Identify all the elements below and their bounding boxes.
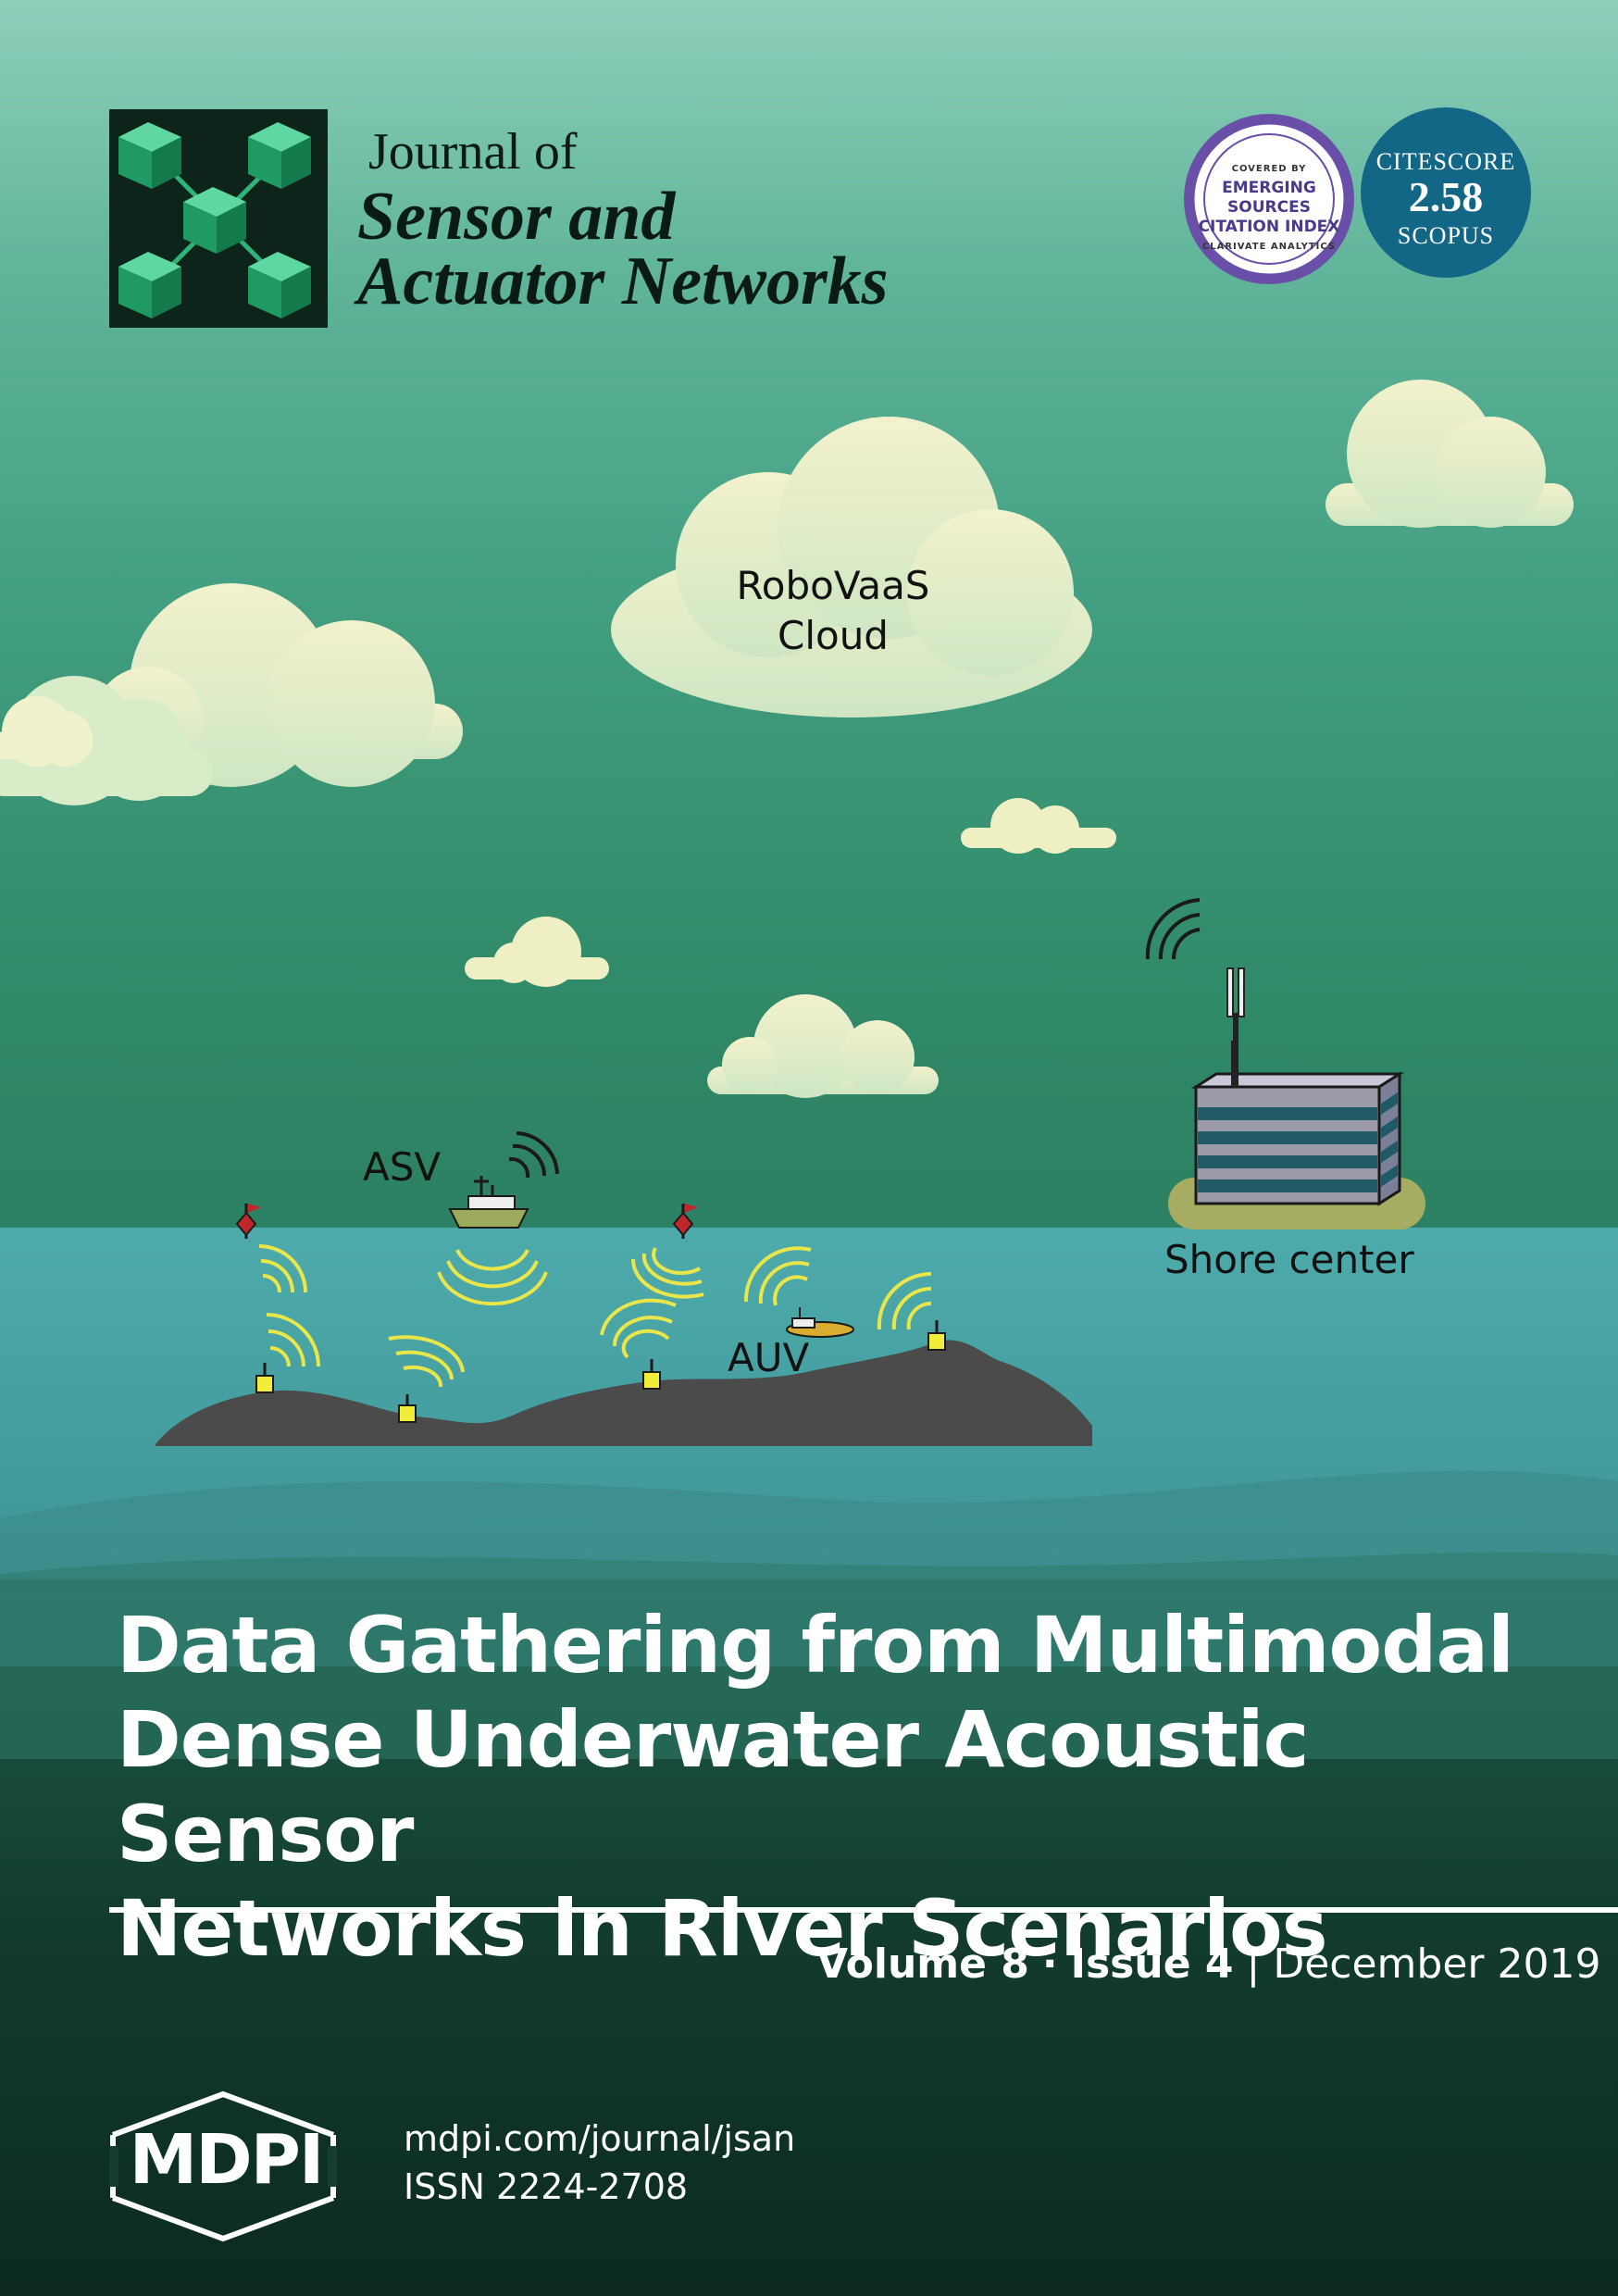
acoustic-signal-auv [743,1246,812,1306]
acoustic-signal-node-3 [600,1298,677,1359]
issue-divider: | [1246,1940,1261,1988]
citescore-badge: CITESCORE 2.58 SCOPUS [1361,107,1531,278]
citescore-source: SCOPUS [1397,222,1495,249]
cloud-center-low [707,994,939,1098]
acoustic-signal-node-1 [266,1313,320,1367]
asv-label: ASV [363,1144,442,1190]
esci-top-text: COVERED BY [1231,164,1307,174]
journal-title-line1: Journal of [368,123,578,181]
journal-title-line3: Actuator Networks [357,243,889,319]
cloud-label: RoboVaaS Cloud [685,561,981,661]
network-cubes-icon [118,122,311,318]
esci-line2: SOURCES [1227,198,1311,217]
cloud-mid-right [961,798,1116,854]
esci-line3: CITATION INDEX [1198,218,1340,236]
asv-acoustic-signal-icon [437,1249,548,1306]
asv-boat-icon [448,1176,529,1229]
sensor-node-4-icon [927,1320,946,1351]
esci-line1: EMERGING [1222,179,1316,197]
auv-label: AUV [728,1335,810,1380]
mdpi-logo-text: MDPI [129,2120,325,2200]
acoustic-signal-buoy-middle [630,1247,704,1299]
issue-info: Volume 8 · Issue 4 | December 2019 [816,1940,1600,1988]
shore-center-label: Shore center [1164,1237,1414,1282]
asv-signal-icon [508,1131,559,1179]
acoustic-signal-buoy-left [258,1244,307,1293]
issue-separator: · [1041,1940,1058,1988]
cloud-label-line2: Cloud [778,613,889,658]
journal-issn: ISSN 2224-2708 [404,2166,689,2207]
buoy-left-icon [235,1204,261,1239]
issue-number: Issue 4 [1070,1940,1234,1988]
sensor-node-3-icon [642,1359,661,1390]
tower-signal-icon [1145,898,1201,960]
article-title-line3: Networks in River Scenarios [117,1883,1328,1974]
auv-icon [786,1307,854,1338]
river-bottom-band [0,1552,1618,1759]
journal-logo [109,109,328,328]
article-title-line2: Dense Underwater Acoustic Sensor [117,1694,1309,1879]
volume-number: Volume 8 [816,1940,1029,1988]
citescore-value: 2.58 [1408,173,1484,220]
buoy-middle-icon [672,1204,698,1239]
cloud-top-right [1326,380,1574,528]
riverbed [156,1340,1092,1446]
acoustic-signal-node-4 [877,1271,932,1330]
esci-bottom-text: CLARIVATE ANALYTICS [1201,242,1337,252]
shore-building-icon [1190,967,1405,1206]
article-title-line1: Data Gathering from Multimodal [117,1600,1514,1691]
cloud-mid-left [465,917,609,987]
mdpi-logo-icon [109,2090,337,2242]
sensor-node-2-icon [398,1394,417,1423]
title-divider [109,1907,1618,1913]
journal-title-line2: Sensor and [357,179,676,255]
article-title: Data Gathering from Multimodal Dense Und… [117,1598,1561,1976]
citescore-label: CITESCORE [1375,148,1516,175]
cloud-main [611,417,1092,718]
sensor-node-1-icon [255,1363,274,1393]
esci-badge: COVERED BY EMERGING SOURCES CITATION IND… [1188,159,1350,256]
cloud-label-line1: RoboVaaS [736,563,930,608]
issue-date: December 2019 [1273,1940,1601,1988]
acoustic-signal-node-2 [388,1335,465,1388]
journal-url: mdpi.com/journal/jsan [404,2118,796,2159]
cloud-far-left-small [0,696,93,767]
esci-badge-icon [1184,114,1354,284]
